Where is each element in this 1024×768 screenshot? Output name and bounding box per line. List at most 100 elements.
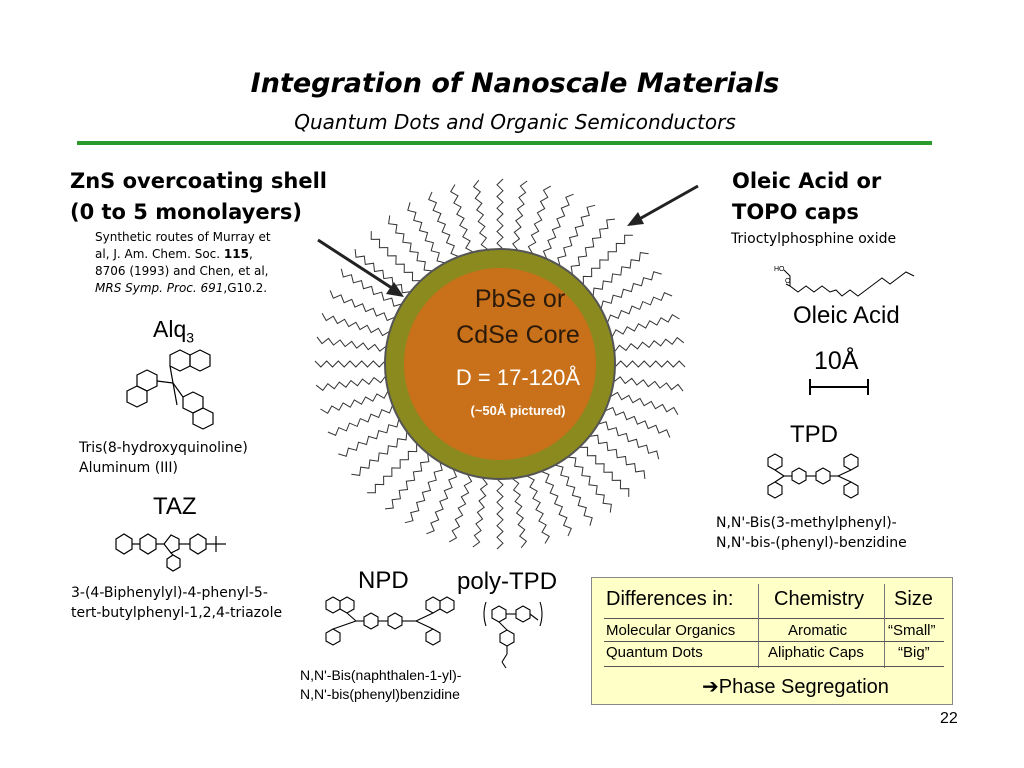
topo-name: Trioctylphosphine oxide [731, 231, 897, 247]
ligand-chain [338, 418, 400, 457]
table-bottom-rule [604, 666, 944, 667]
shell-heading-line1: ZnS overcoating shell [70, 169, 327, 193]
ligand-chain [367, 443, 418, 494]
taz-structure [115, 533, 226, 572]
ligand-chain [321, 312, 390, 337]
ligand-chain [496, 478, 504, 550]
npd-structure [325, 596, 455, 646]
ligand-chain [407, 202, 446, 264]
ligand-chain [472, 477, 488, 548]
oleic-acid-structure: HO O [774, 266, 915, 297]
ligand-chain [388, 215, 433, 272]
ligand-chain [604, 406, 671, 438]
ref-line1: Synthetic routes of Murray et [95, 230, 271, 244]
core-note: (~50Å pictured) [471, 403, 566, 418]
ligand-chain [606, 292, 673, 323]
core-sphere [404, 268, 596, 460]
slide-title: Integration of Nanoscale Materials [250, 68, 780, 99]
ligand-chain [600, 271, 662, 310]
alq3-title: Alq3 [153, 316, 195, 346]
tpd-structure [767, 453, 859, 499]
ligand-chain [512, 180, 528, 251]
ref-line4: MRS Symp. Proc. 691,G10.2. [95, 281, 268, 295]
ligand-chain [315, 375, 387, 392]
oleic-ho-label: HO [774, 266, 785, 273]
quantum-dot-diagram: PbSe or CdSe Core D = 17-120Å (~50Å pict… [314, 178, 699, 550]
ligand-chain [329, 290, 396, 322]
ligand-chain [613, 376, 684, 392]
table-col-divider-2 [884, 584, 885, 668]
table-header-differences: Differences in: [606, 588, 734, 610]
shell-heading: ZnS overcoating shell (0 to 5 monolayers… [70, 166, 327, 228]
table-header-rule [604, 618, 944, 619]
ligand-chain [511, 477, 528, 549]
taz-title: TAZ [153, 493, 197, 520]
tpd-description: N,N'-Bis(3-methylphenyl)- N,N'-bis-(phen… [716, 515, 907, 551]
ligand-chain [384, 453, 430, 510]
ligand-chain [496, 178, 504, 250]
table-row-rule [604, 641, 944, 642]
ligand-chain [320, 390, 389, 414]
right-arrow-icon: ➔ [702, 676, 719, 698]
polytpd-structure [483, 601, 543, 669]
core-label-line1: PbSe or [475, 285, 565, 313]
table-col-divider-1 [758, 584, 759, 668]
oleic-acid-label: Oleic Acid [793, 302, 900, 329]
caps-arrow [633, 184, 699, 224]
shell-heading-line2: (0 to 5 monolayers) [70, 200, 303, 224]
scale-label: 10Å [814, 347, 859, 375]
ligand-chain [450, 184, 474, 253]
ligand-chain [592, 252, 649, 297]
caps-heading-line1: Oleic Acid or [732, 169, 882, 193]
ligand-chain [613, 336, 685, 353]
ligand-chain [557, 204, 596, 267]
synthesis-reference: Synthetic routes of Murray et al, J. Am.… [95, 229, 271, 297]
table-cell-r2c2: Aliphatic Caps [768, 644, 864, 661]
ligand-chain [541, 470, 572, 537]
shell-arrow [317, 238, 399, 294]
table-cell-r1c3: “Small” [888, 622, 936, 639]
caps-arrow-head [627, 212, 644, 226]
taz-description: 3-(4-Biphenylyl)-4-phenyl-5- tert-butylp… [71, 585, 283, 621]
table-header-chemistry: Chemistry [774, 588, 865, 610]
ligand-chain [526, 475, 550, 544]
ligand-chain [582, 234, 633, 285]
polytpd-title: poly-TPD [457, 568, 558, 595]
oleic-o-label: O [785, 278, 791, 285]
table-cell-r1c1: Molecular Organics [606, 622, 736, 639]
npd-description: N,N'-Bis(naphthalen-1-yl)- N,N'-bis(phen… [300, 667, 462, 702]
caps-heading: Oleic Acid or TOPO caps [732, 166, 881, 228]
page-number: 22 [940, 710, 958, 727]
ligand-chain [472, 179, 489, 251]
ligand-chain [327, 405, 394, 436]
ligand-chain [611, 314, 680, 338]
ligand-chain [579, 446, 630, 497]
shell-arrow-head [386, 282, 404, 297]
ligand-chain [527, 185, 552, 254]
caps-heading-line2: TOPO caps [732, 200, 859, 224]
tpd-title: TPD [790, 421, 838, 448]
table-header-size: Size [894, 588, 933, 610]
ligand-chain [404, 461, 443, 524]
ligand-chain [448, 474, 473, 543]
table-cell-r1c2: Aromatic [788, 622, 848, 639]
title-rule [77, 141, 932, 145]
alq3-description: Tris(8-hydroxyquinoline) Aluminum (III) [79, 440, 248, 476]
ligand-chain [567, 456, 612, 513]
ligand-chain [426, 468, 458, 535]
ref-line3: 8706 (1993) and Chen, et al, [95, 264, 269, 278]
npd-title: NPD [358, 567, 409, 594]
slide-subtitle: Quantum Dots and Organic Semiconductors [294, 110, 736, 134]
phase-segregation: ➔Phase Segregation [702, 676, 889, 698]
ligand-chains [314, 178, 686, 550]
alq3-structure [126, 349, 214, 430]
core-label-line2: CdSe Core [456, 321, 580, 349]
ligand-chain [597, 421, 660, 460]
ligand-chain [354, 248, 411, 294]
ref-line2: al, J. Am. Chem. Soc. 115, [95, 247, 253, 261]
ligand-chain [316, 336, 387, 352]
differences-table: Differences in: Chemistry Size Molecular… [591, 577, 953, 705]
table-cell-r2c3: “Big” [898, 644, 930, 661]
ligand-chain [589, 434, 646, 480]
ligand-chain [370, 231, 421, 282]
